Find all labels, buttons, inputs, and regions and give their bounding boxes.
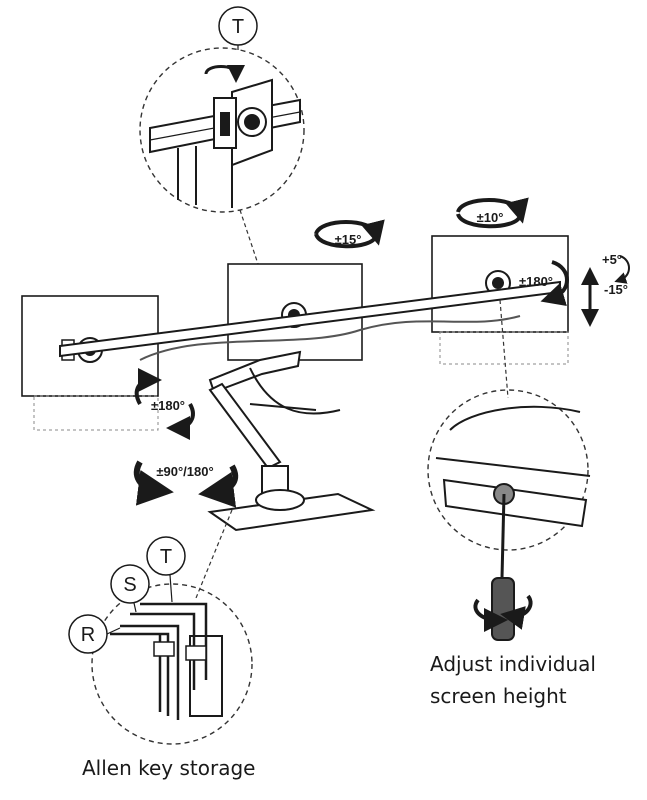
top-callout-letter: T (218, 6, 258, 50)
svg-text:T: T (160, 546, 172, 568)
svg-text:R: R (81, 624, 95, 646)
svg-text:±10°: ±10° (477, 210, 504, 225)
storage-letter-r: R (68, 614, 121, 654)
svg-text:±180°: ±180° (519, 274, 553, 289)
svg-text:S: S (123, 574, 136, 596)
storage-letter-t: T (146, 536, 186, 603)
top-detail-callout (139, 47, 305, 301)
screwdriver-icon (473, 577, 533, 641)
svg-text:±90°/180°: ±90°/180° (156, 464, 213, 479)
svg-text:T: T (232, 16, 244, 38)
svg-text:+5°: +5° (602, 252, 622, 267)
height-caption-line1: Adjust individual (430, 652, 596, 676)
svg-text:-15°: -15° (604, 282, 628, 297)
height-caption-line2: screen height (430, 684, 567, 708)
svg-text:±180°: ±180° (151, 398, 185, 413)
left-rotate-indicator: ±180° (134, 368, 195, 440)
right-rotate-indicator: ±180° (519, 260, 569, 307)
monitor-right (431, 235, 569, 365)
tilt-indicator: +5° -15° (581, 252, 630, 327)
allen-key-detail (91, 509, 253, 745)
monitor-left (21, 295, 159, 431)
storage-caption: Allen key storage (82, 756, 256, 780)
right-swivel-indicator: ±10° (456, 197, 529, 229)
base-swivel-indicator: ±90°/180° (133, 460, 239, 508)
left-swivel-indicator: ±15° (314, 219, 385, 249)
gas-spring-arm (208, 350, 341, 497)
height-adjust-detail (427, 299, 591, 579)
svg-text:±15°: ±15° (335, 232, 362, 247)
desk-base (207, 489, 376, 532)
storage-letter-s: S (110, 564, 150, 613)
